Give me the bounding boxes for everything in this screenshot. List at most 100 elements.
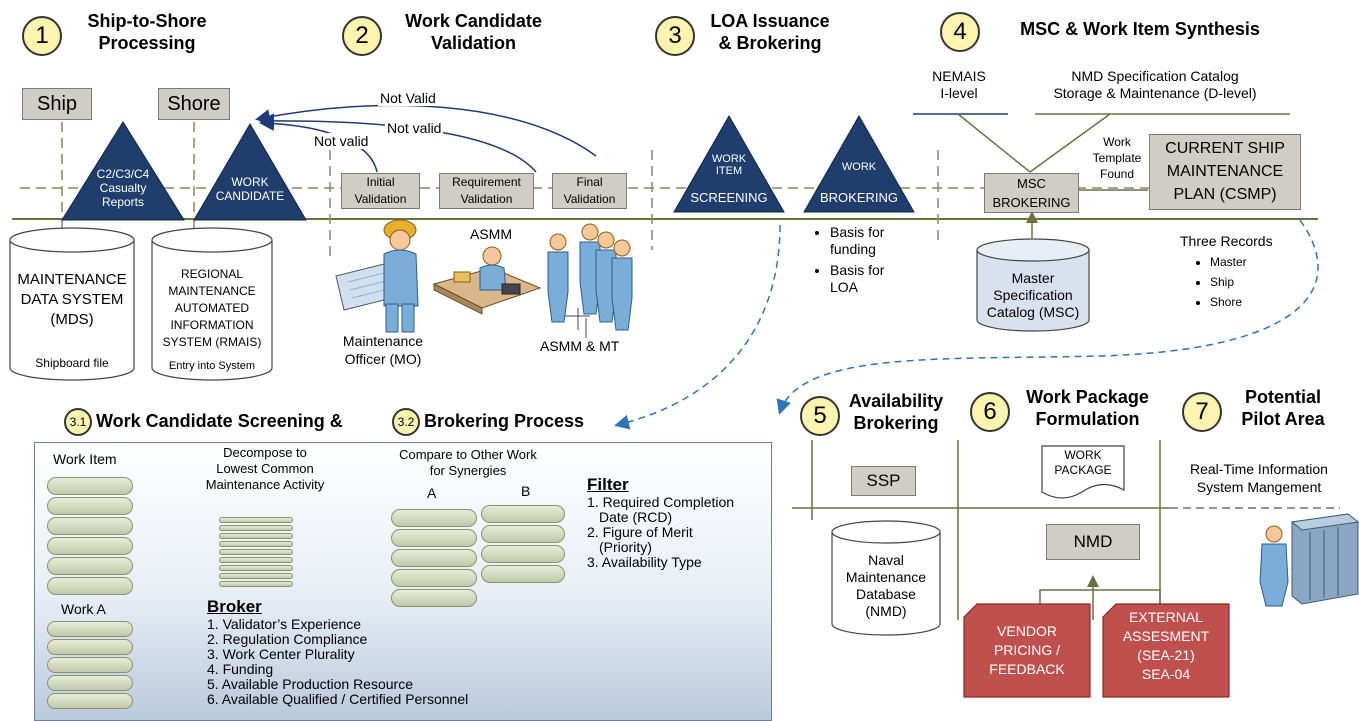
work-label: WORK (841, 161, 877, 173)
external-assessment-label: EXTERNAL ASSESMENT (SEA-21) SEA-04 (1122, 609, 1210, 682)
vendor-pricing-shape (963, 603, 1091, 698)
csmp-box: CURRENT SHIP MAINTENANCE PLAN (CSMP) (1149, 134, 1301, 210)
compare-block-a (391, 589, 477, 607)
phase-4-number: 4 (940, 12, 980, 52)
column-a-label: A (427, 485, 437, 501)
brokering-bullets: Basis for funding Basis for LOA (812, 224, 884, 296)
vendor-pricing-label: VENDOR PRICING / FEEDBACK (989, 623, 1065, 677)
activity-block (219, 533, 293, 539)
nmd-cylinder-label: Naval Maintenance Database (NMD) (845, 552, 927, 619)
work-a-block (47, 621, 133, 637)
activity-block (219, 581, 293, 587)
msc-cylinder (976, 238, 1090, 332)
initial-validation-box: Initial Validation (341, 173, 420, 209)
casualty-reports-label: C2/C3/C4 Casualty Reports (96, 167, 150, 209)
real-time-label: Real-Time Information System Mangement (1190, 461, 1328, 495)
phase-3-title: LOA Issuance & Brokering (710, 11, 830, 53)
server-admin-icon (1259, 513, 1359, 607)
rmais-sub-label: Entry into System (168, 360, 256, 372)
bullet-loa: Basis for LOA (830, 262, 884, 296)
compare-block-b (481, 505, 565, 523)
process-3-1-number: 3.1 (64, 408, 92, 436)
phase-1-number: 1 (22, 16, 62, 56)
filter-title: Filter (587, 475, 629, 494)
work-item-screening-triangle (673, 114, 785, 213)
activity-block (219, 573, 293, 579)
record-item: Master (1210, 252, 1247, 272)
work-item-block (47, 477, 133, 495)
asmm-label: ASMM (470, 226, 512, 242)
broker-title: Broker (207, 597, 262, 616)
filter-item: 2. Figure of Merit (Priority) (587, 524, 693, 555)
phase-6-title: Work Package Formulation (1026, 387, 1149, 429)
broker-item: 2. Regulation Compliance (207, 631, 368, 647)
record-item: Ship (1210, 272, 1247, 292)
compare-block-a (391, 529, 477, 547)
shore-box: Shore (158, 88, 230, 120)
phase-2-title: Work Candidate Validation (405, 11, 542, 53)
asmm-icon (432, 246, 542, 315)
broker-item: 3. Work Center Plurality (207, 646, 355, 662)
three-records-list: Master Ship Shore (1192, 252, 1247, 312)
broker-item: 4. Funding (207, 661, 274, 677)
phase-7-number: 7 (1182, 392, 1222, 432)
compare-block-b (481, 525, 565, 543)
work-brokering-triangle (803, 114, 915, 213)
work-template-label: Work Template Found (1092, 135, 1142, 181)
work-a-block (47, 639, 133, 655)
nmd-box: NMD (1046, 524, 1140, 560)
external-assessment-shape (1102, 603, 1230, 698)
activity-block (219, 557, 293, 563)
work-item-block (47, 497, 133, 515)
compare-block-b (481, 565, 565, 583)
compare-block-a (391, 549, 477, 567)
not-valid-label-2: Not valid (385, 120, 444, 136)
mds-cylinder (9, 227, 135, 381)
mds-sub-label: Shipboard file (35, 356, 109, 370)
work-item-block (47, 577, 133, 595)
maintenance-officer-label: Maintenance Officer (MO) (342, 333, 424, 367)
phase-4-title: MSC & Work Item Synthesis (1020, 19, 1260, 39)
phase-2-number: 2 (342, 16, 382, 56)
activity-block (219, 565, 293, 571)
process-3-1-title: Work Candidate Screening & (96, 411, 343, 431)
phase-5-title: Availability Brokering (848, 391, 944, 433)
compare-heading: Compare to Other Work for Synergies (399, 447, 537, 478)
bullet-funding: Basis for funding (830, 224, 884, 258)
process-3-2-number: 3.2 (392, 408, 420, 436)
screening-brokering-panel: Work Item Decompose to Lowest Common Mai… (34, 442, 772, 721)
activity-block (219, 525, 293, 531)
work-a-block (47, 693, 133, 709)
casualty-reports-triangle (61, 121, 185, 221)
compare-block-a (391, 509, 477, 527)
asmm-mt-icon (547, 223, 633, 331)
rmais-label: REGIONAL MAINTENANCE AUTOMATED INFORMATI… (162, 267, 262, 349)
work-candidate-label: WORK CANDIDATE (215, 175, 285, 203)
nemais-label: NEMAIS I-level (932, 68, 986, 101)
work-item-block (47, 517, 133, 535)
phase-6-number: 6 (970, 392, 1010, 432)
work-package-document-icon (1041, 445, 1125, 499)
work-package-label: WORK PACKAGE (1054, 448, 1112, 477)
filter-item: 3. Availability Type (587, 554, 702, 570)
brokering-label: BROKERING (819, 190, 898, 205)
process-3-2-title: Brokering Process (424, 411, 585, 431)
compare-block-a (391, 569, 477, 587)
not-valid-label-3: Not valid (312, 133, 371, 149)
work-item-block (47, 537, 133, 555)
asmm-mt-label: ASMM & MT (540, 338, 620, 354)
decompose-heading: Decompose to Lowest Common Maintenance A… (205, 445, 325, 492)
work-candidate-triangle (193, 123, 307, 221)
activity-block (219, 517, 293, 523)
nmd-cylinder (831, 520, 941, 636)
column-b-label: B (521, 483, 531, 499)
requirement-validation-box: Requirement Validation (439, 173, 534, 209)
broker-item: 6. Available Qualified / Certified Perso… (207, 691, 469, 707)
ssp-box: SSP (851, 466, 916, 496)
filter-item: 1. Required Completion Date (RCD) (587, 494, 735, 525)
activity-block (219, 541, 293, 547)
three-records-title: Three Records (1180, 233, 1273, 249)
compare-block-b (481, 545, 565, 563)
work-a-heading: Work A (61, 601, 106, 617)
work-item-block (47, 557, 133, 575)
